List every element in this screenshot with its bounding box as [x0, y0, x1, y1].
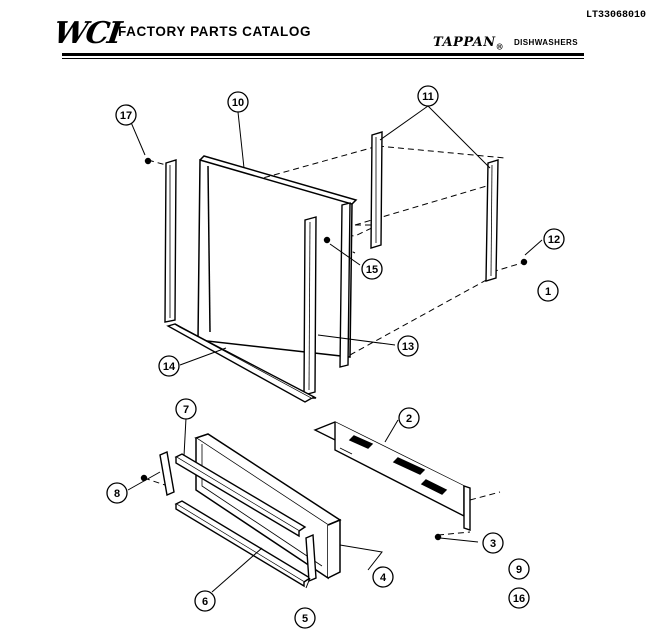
callout-5-label: 5 — [302, 613, 308, 625]
catalog-header: WCI FACTORY PARTS CATALOG LT33068010 TAP… — [0, 0, 656, 70]
callout-2-label: 2 — [406, 413, 412, 425]
callout-3: 3 — [482, 532, 504, 554]
left-rail — [164, 159, 177, 323]
callout-1: 1 — [537, 280, 559, 302]
left-bracket — [159, 451, 175, 496]
callout-13-label: 13 — [402, 341, 414, 353]
kick-bottom-rail — [174, 500, 312, 588]
header-rule — [62, 53, 584, 56]
catalog-title: FACTORY PARTS CATALOG — [118, 24, 312, 39]
callout-16-label: 16 — [513, 593, 525, 605]
brand-logo: TAPPAN® — [433, 35, 504, 52]
header-rule-thin — [62, 58, 584, 59]
control-panel — [313, 421, 471, 531]
registered-mark: ® — [495, 41, 505, 52]
brand-name: TAPPAN — [433, 35, 496, 50]
callout-2: 2 — [398, 407, 420, 429]
callout-17: 17 — [115, 104, 137, 126]
screws — [140, 157, 528, 541]
kick-top-rail — [174, 453, 307, 538]
callout-13: 13 — [397, 335, 419, 357]
callout-6: 6 — [194, 590, 216, 612]
callout-4: 4 — [372, 566, 394, 588]
callout-markers: 1 2 3 4 5 6 7 8 9 10 11 12 13 14 15 16 1… — [106, 85, 565, 629]
callout-7: 7 — [175, 398, 197, 420]
document-code: LT33068010 — [585, 10, 646, 21]
bottom-angle-bar — [166, 323, 317, 403]
callout-10-label: 10 — [232, 97, 244, 109]
callout-4-label: 4 — [380, 572, 387, 584]
side-panel — [197, 155, 358, 358]
callout-8-label: 8 — [114, 488, 120, 500]
callout-6-label: 6 — [202, 596, 208, 608]
front-rail — [303, 216, 317, 396]
callout-8: 8 — [106, 482, 128, 504]
callout-17-label: 17 — [120, 110, 132, 122]
callout-16: 16 — [508, 587, 530, 609]
callout-12-label: 12 — [548, 234, 560, 246]
back-rail-left — [370, 131, 383, 249]
callout-11-label: 11 — [422, 91, 434, 103]
callout-14: 14 — [158, 355, 180, 377]
callout-10: 10 — [227, 91, 249, 113]
panel-edge-rail — [339, 202, 351, 368]
leader-lines — [127, 105, 543, 593]
callout-1-label: 1 — [545, 286, 551, 298]
back-rail-right — [485, 159, 499, 282]
product-category: DISHWASHERS — [514, 38, 578, 47]
callout-9-label: 9 — [516, 564, 522, 576]
callout-7-label: 7 — [183, 404, 189, 416]
right-bracket — [305, 533, 317, 583]
callout-5: 5 — [294, 607, 316, 629]
callout-15-label: 15 — [366, 264, 378, 276]
callout-9: 9 — [508, 558, 530, 580]
callout-3-label: 3 — [490, 538, 496, 550]
callout-12: 12 — [543, 228, 565, 250]
callout-14-label: 14 — [163, 361, 176, 373]
callout-15: 15 — [361, 258, 383, 280]
callout-11: 11 — [417, 85, 439, 107]
